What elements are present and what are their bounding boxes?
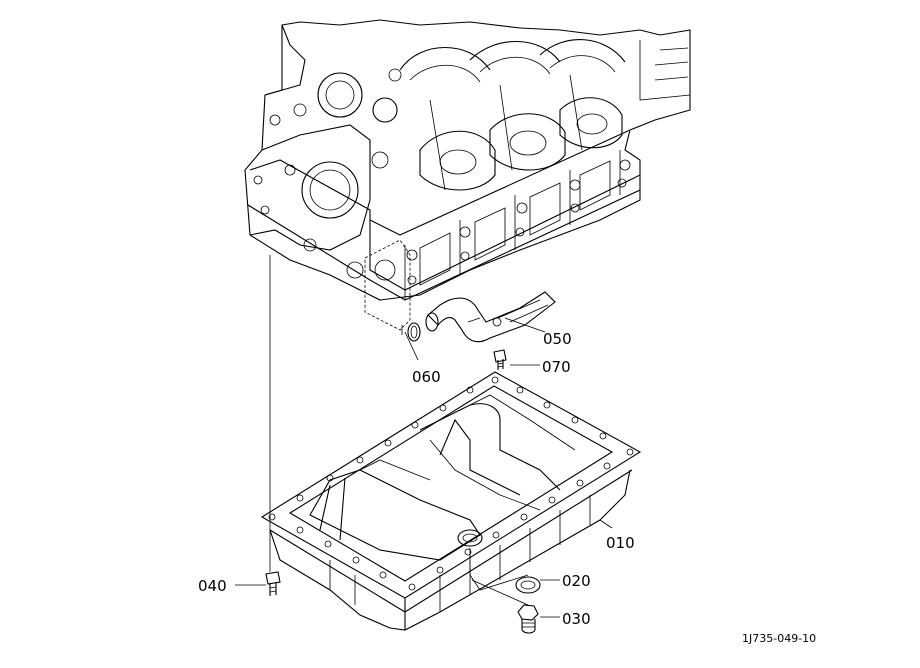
gasket-020: [515, 576, 541, 594]
bolt-040: [265, 571, 281, 596]
callout-060: 060: [412, 368, 441, 386]
bolt-070: [493, 349, 507, 370]
callout-010: 010: [606, 534, 635, 552]
callout-050: 050: [543, 330, 572, 348]
o-ring: [407, 322, 421, 342]
drain-plug-030: [517, 604, 539, 634]
figure-code: 1J735-049-10: [742, 632, 816, 645]
callout-070: 070: [542, 358, 571, 376]
oil-strainer: [425, 291, 556, 343]
leader-lines: [235, 255, 613, 618]
callout-030: 030: [562, 610, 591, 628]
engine-block: [244, 19, 691, 331]
oil-pan: [260, 371, 642, 631]
flange-bolt-holes: [268, 376, 634, 591]
callout-020: 020: [562, 572, 591, 590]
callout-040: 040: [198, 577, 227, 595]
